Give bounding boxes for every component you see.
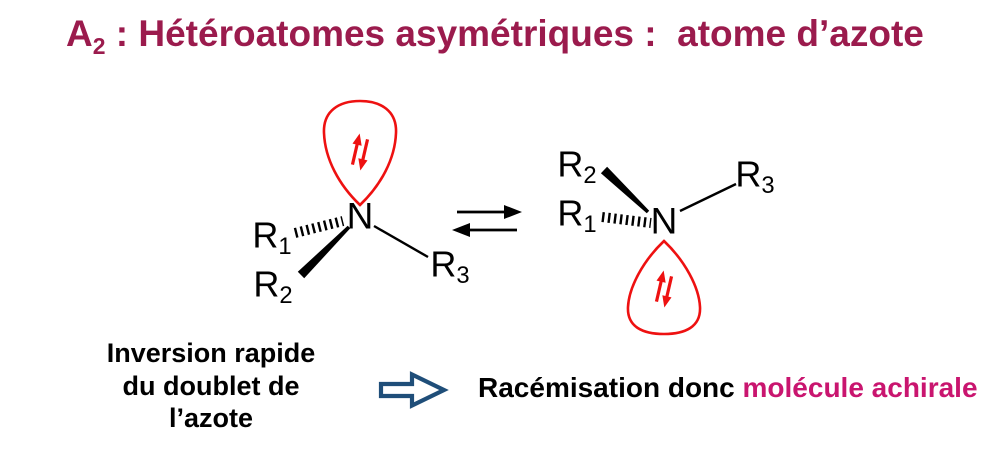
- r1-label-right: R1: [557, 192, 597, 238]
- r2-label-left: R2: [253, 263, 293, 309]
- implies-arrow-icon: [378, 371, 449, 409]
- title-base: A: [66, 13, 93, 54]
- electron-pair-icon-right: [649, 267, 679, 311]
- page-title: A2 : Hétéroatomes asymétriques : atome d…: [66, 13, 924, 60]
- electron-pair-icon-left: [345, 130, 375, 174]
- hashed-wedge-bond-left: [293, 216, 345, 238]
- lone-pair-lobe-right: [626, 239, 702, 336]
- inversion-caption-line2: du doublet de: [122, 370, 300, 401]
- bold-wedge-bond-left: [297, 225, 351, 279]
- racemisation-text: Racémisation donc: [478, 372, 735, 403]
- inversion-caption: Inversion rapide du doublet de l’azote: [86, 337, 336, 435]
- hashed-wedge-bond-right: [601, 212, 652, 228]
- lone-pair-lobe-left: [322, 99, 398, 207]
- bold-wedge-bond-right: [600, 166, 650, 214]
- single-bond-right: [679, 182, 737, 213]
- single-bond-left: [373, 224, 429, 259]
- r2-label-right: R2: [557, 143, 597, 189]
- title-rest: : Hétéroatomes asymétriques : atome d’az…: [105, 13, 924, 54]
- nitrogen-label-right: N: [650, 200, 678, 242]
- inversion-caption-line3: l’azote: [168, 403, 254, 433]
- r3-label-left: R3: [430, 243, 470, 289]
- r1-label-left: R1: [252, 214, 292, 260]
- equilibrium-arrow-icon: [452, 205, 522, 237]
- inversion-caption-line1: Inversion rapide: [106, 338, 316, 368]
- title-subscript: 2: [92, 33, 106, 60]
- achiral-highlight-text: molécule achirale: [742, 372, 978, 403]
- r3-label-right: R3: [735, 153, 775, 199]
- racemisation-caption: Racémisation donc molécule achirale: [478, 372, 978, 404]
- nitrogen-label-left: N: [346, 195, 374, 237]
